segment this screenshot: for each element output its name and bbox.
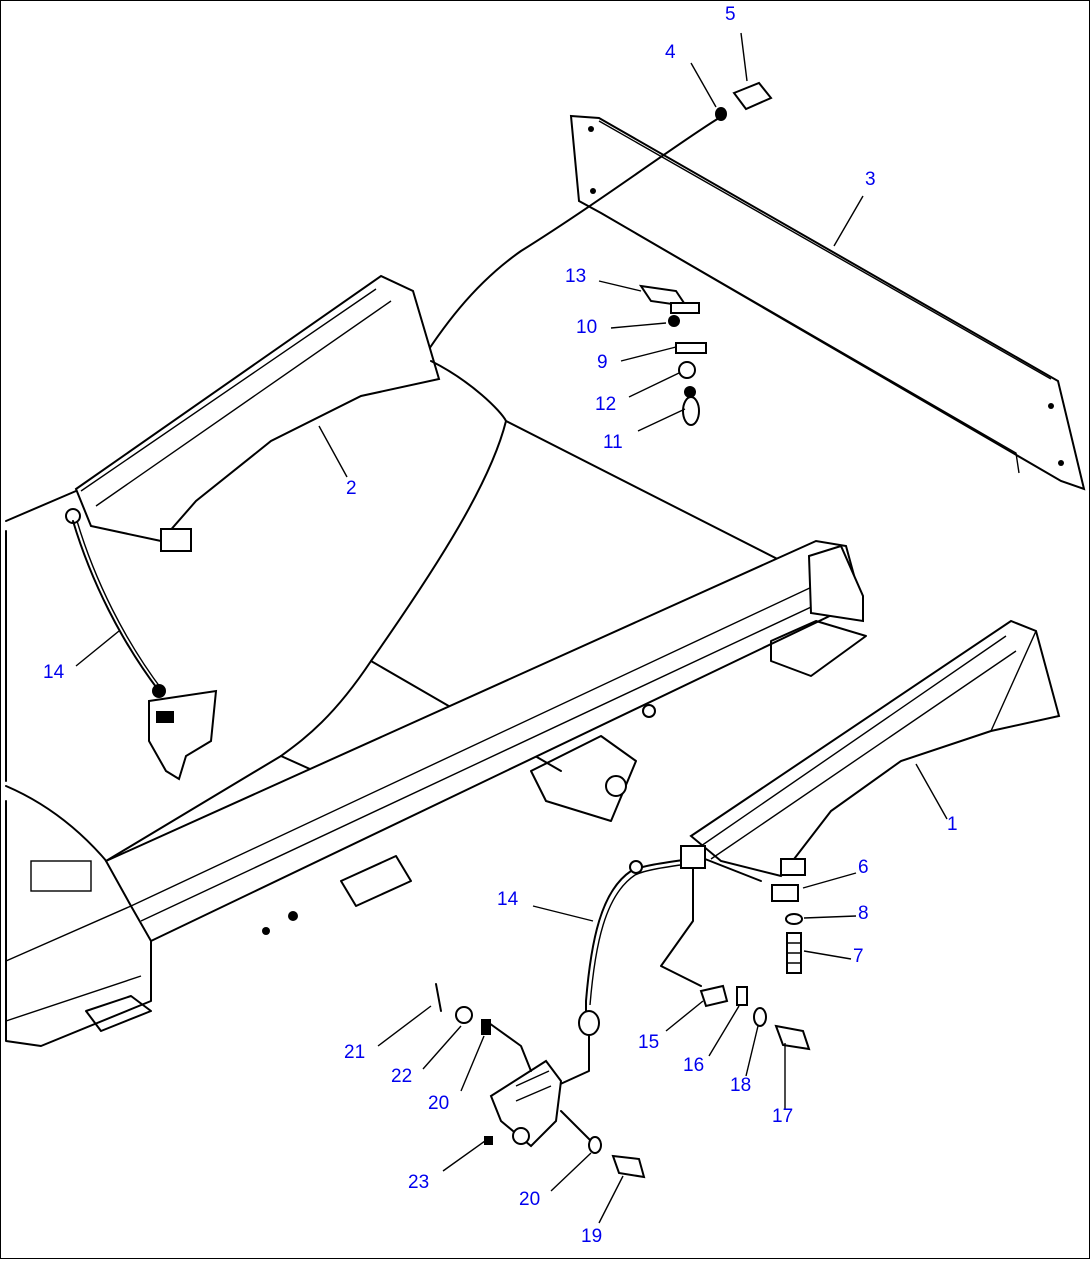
callout-20-upper: 20 — [428, 1093, 450, 1114]
callout-17: 17 — [772, 1106, 794, 1127]
callout-14-left: 14 — [43, 662, 65, 683]
callout-16: 16 — [683, 1055, 705, 1076]
callout-11: 11 — [603, 432, 623, 453]
right-hinge-arm — [689, 619, 1061, 878]
callout-18: 18 — [730, 1075, 752, 1096]
callout-12: 12 — [595, 394, 617, 415]
callout-20-lower: 20 — [519, 1189, 541, 1210]
left-cable-bracket — [72, 520, 218, 781]
callout-1: 1 — [947, 814, 958, 835]
callout-8: 8 — [858, 903, 869, 924]
callout-2: 2 — [346, 478, 357, 499]
callout-21: 21 — [344, 1042, 366, 1063]
callout-9: 9 — [597, 352, 608, 373]
callout-13: 13 — [565, 266, 587, 287]
dump-body — [5, 360, 867, 1047]
callout-19: 19 — [581, 1226, 603, 1247]
leader-lines — [75, 32, 948, 1224]
callout-6: 6 — [858, 857, 869, 878]
upper-fasteners — [638, 81, 773, 426]
callout-15: 15 — [638, 1032, 660, 1053]
callout-3: 3 — [865, 169, 876, 190]
callout-23: 23 — [408, 1172, 430, 1193]
left-hinge-arm — [65, 274, 441, 552]
callout-22: 22 — [391, 1066, 413, 1087]
callout-7: 7 — [853, 946, 864, 967]
callout-14-right: 14 — [497, 889, 519, 910]
callout-4: 4 — [665, 42, 676, 63]
callout-5: 5 — [725, 4, 736, 25]
rear-panel — [569, 114, 1086, 491]
lower-cable-latch — [435, 845, 811, 1179]
callout-10: 10 — [576, 317, 598, 338]
upper-cable — [420, 117, 720, 362]
